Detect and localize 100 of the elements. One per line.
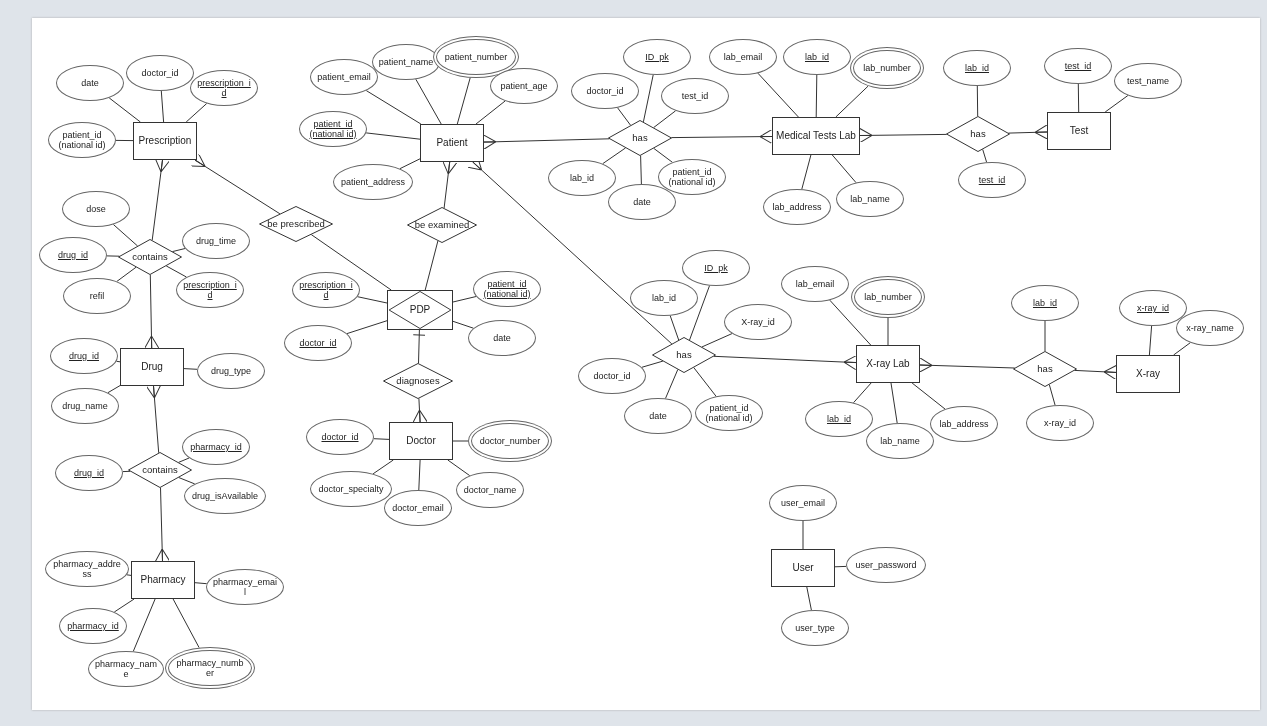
- relationship-diamond: [652, 337, 716, 373]
- entity-name: Doctor: [406, 435, 436, 447]
- connector-line: [113, 598, 135, 613]
- relationship-name: has: [676, 349, 692, 361]
- attribute-name: prescription_id: [196, 77, 252, 99]
- attribute-name: date: [81, 77, 99, 89]
- connector-line: [310, 234, 392, 291]
- connector-line: [106, 255, 120, 257]
- entity-name: X-ray: [1136, 368, 1160, 380]
- attribute-name: lab_id: [805, 51, 829, 63]
- attribute-name: patient_id (national id): [57, 129, 107, 151]
- attribute-name: lab_address: [939, 418, 989, 430]
- connector-line: [107, 385, 121, 394]
- connector-line: [701, 333, 733, 348]
- attribute-name: date: [493, 332, 511, 344]
- attribute-name: pharmacy_name: [94, 658, 158, 680]
- entity-box: [131, 561, 195, 599]
- relationship-diamond: [118, 239, 182, 275]
- entity-box: [1116, 355, 1180, 393]
- relationship-line: [1007, 124, 1048, 140]
- relationship-line: [155, 487, 170, 562]
- entity-box: [856, 345, 920, 383]
- connector-line: [835, 85, 869, 118]
- relationship-diamond: [407, 207, 477, 243]
- multivalued-attribute-ellipse: [853, 50, 921, 86]
- connector-line: [640, 155, 642, 185]
- connector-line: [475, 100, 506, 125]
- multivalued-attribute-ellipse: [436, 39, 516, 75]
- attribute-name: user_type: [795, 622, 835, 634]
- relationship-name: diagnoses: [396, 375, 440, 387]
- connector-line: [185, 103, 208, 123]
- connector-line: [160, 90, 165, 123]
- relationship-name: be prescribed: [267, 218, 325, 230]
- attribute-name: patient_age: [500, 80, 548, 92]
- connector-line: [399, 158, 421, 170]
- attribute-name: pharmacy_number: [175, 657, 245, 679]
- entity-box: [772, 117, 860, 155]
- entity-name: X-ray Lab: [866, 358, 910, 370]
- attribute-name: refil: [89, 290, 105, 302]
- attribute-name: doctor_id: [141, 67, 179, 79]
- relationship-line: [859, 128, 948, 143]
- connector-line: [801, 154, 812, 190]
- entity-name: User: [792, 562, 814, 574]
- attribute-name: patient_id (national id): [308, 118, 358, 140]
- relationship-line: [670, 129, 773, 144]
- relationship-line: [442, 160, 458, 209]
- attribute-name: drug_type: [211, 365, 251, 377]
- connector-line: [346, 320, 388, 335]
- relationship-diamond: [608, 120, 672, 156]
- connector-line: [665, 369, 679, 399]
- attribute-name: patient_name: [378, 56, 434, 68]
- connector-line: [116, 360, 121, 363]
- connector-line: [834, 565, 847, 568]
- connector-line: [452, 440, 469, 442]
- attribute-name: lab_name: [880, 435, 920, 447]
- entity-box: [1047, 112, 1111, 150]
- connector-line: [183, 368, 198, 370]
- entity-name: Drug: [141, 361, 163, 373]
- connector-line: [641, 360, 664, 368]
- attribute-name: doctor_name: [463, 484, 517, 496]
- connector-line: [815, 74, 818, 118]
- connector-line: [424, 240, 439, 291]
- attribute-name: lab_address: [772, 201, 822, 213]
- connector-line: [365, 132, 421, 140]
- attribute-name: x-ray_id: [1044, 417, 1076, 429]
- attribute-name: lab_id: [1033, 297, 1057, 309]
- relationship-diamond: [259, 206, 333, 242]
- attribute-name: doctor_id: [321, 431, 359, 443]
- attribute-name: pharmacy_address: [52, 558, 122, 580]
- attribute-name: prescription_id: [298, 279, 354, 301]
- attribute-name: lab_id: [965, 62, 989, 74]
- attribute-name: pharmacy_id: [190, 441, 242, 453]
- connector-line: [357, 296, 388, 304]
- attribute-name: test_id: [1064, 60, 1092, 72]
- relationship-diamond: [383, 363, 453, 399]
- relationship-name: has: [970, 128, 986, 140]
- connector-line: [1173, 342, 1191, 356]
- attribute-name: x-ray_id: [1137, 302, 1169, 314]
- connector-line: [418, 459, 421, 491]
- connector-line: [689, 285, 710, 341]
- entity-name: Patient: [436, 137, 468, 149]
- connector-line: [415, 78, 442, 125]
- attribute-name: lab_email: [723, 51, 763, 63]
- entity-box: [389, 422, 453, 460]
- attribute-name: lab_id: [570, 172, 594, 184]
- relationship-name: contains: [132, 251, 168, 263]
- connector-line: [982, 148, 988, 163]
- connector-line: [456, 77, 471, 125]
- attribute-name: doctor_specialty: [318, 483, 384, 495]
- attribute-name: patient_address: [340, 176, 405, 188]
- attribute-name: patient_number: [444, 51, 508, 63]
- connector-line: [108, 97, 141, 123]
- relationship-name: has: [1037, 363, 1053, 375]
- connector-line: [178, 477, 196, 485]
- attribute-name: doctor_id: [586, 85, 624, 97]
- attribute-name: doctor_id: [299, 337, 337, 349]
- connector-line: [165, 265, 187, 278]
- relationship-diamond: [1013, 351, 1077, 387]
- connector-line: [911, 382, 946, 410]
- attribute-name: drug_id: [58, 249, 88, 261]
